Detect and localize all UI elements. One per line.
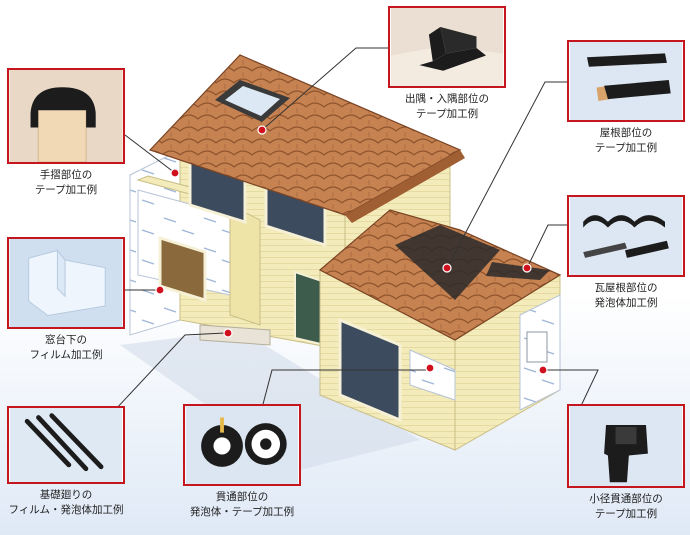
caption-foundation: 基礎廻りの フィルム・発泡体加工例 xyxy=(0,488,132,518)
leader-handrail xyxy=(124,134,176,174)
caption-handrail: 手摺部位の テープ加工例 xyxy=(7,168,125,198)
balcony-side xyxy=(229,204,261,326)
photo-tile-roof xyxy=(567,195,685,277)
leader-small-penetration xyxy=(543,369,599,409)
photo-foundation xyxy=(7,406,125,484)
corner-tape-image xyxy=(390,8,504,86)
leader-tile-roof xyxy=(526,224,567,269)
sill-film-image xyxy=(9,239,123,327)
water-heater xyxy=(526,331,548,363)
photo-penetration xyxy=(183,404,301,486)
caption-corner-line-1: 出隅・入隅部位の xyxy=(405,93,489,105)
caption-sill-line-1: 窓台下の xyxy=(45,334,87,346)
leader-corner xyxy=(261,47,388,131)
caption-small-penetration-line-1: 小径貫通部位の xyxy=(589,493,663,505)
marker-roof xyxy=(442,263,452,273)
caption-small-penetration: 小径貫通部位の テープ加工例 xyxy=(558,492,690,522)
caption-tile-roof: 瓦屋根部位の 発泡体加工例 xyxy=(560,281,690,311)
caption-penetration: 貫通部位の 発泡体・テープ加工例 xyxy=(172,490,312,520)
leader-lines xyxy=(114,47,599,411)
caption-foundation-line-2: フィルム・発泡体加工例 xyxy=(8,504,124,516)
caption-sill-line-2: フィルム加工例 xyxy=(29,349,103,361)
caption-small-penetration-line-2: テープ加工例 xyxy=(594,508,658,520)
skylight-glass xyxy=(225,86,280,116)
caption-roof-line-2: テープ加工例 xyxy=(594,142,658,154)
photo-corner xyxy=(388,6,506,88)
small-penetration-tape-image xyxy=(569,406,683,486)
roof-tape-image xyxy=(569,42,683,120)
caption-roof-line-1: 屋根部位の xyxy=(599,127,653,139)
balcony-window xyxy=(158,235,207,303)
photo-roof xyxy=(567,40,685,122)
caption-handrail-line-2: テープ加工例 xyxy=(34,184,98,196)
leader-roof xyxy=(446,81,567,269)
wing-membrane-patch xyxy=(409,349,456,401)
foundation-step xyxy=(199,324,271,346)
marker-sill xyxy=(155,285,165,295)
caption-sill: 窓台下の フィルム加工例 xyxy=(7,333,125,363)
photo-small-penetration xyxy=(567,404,685,488)
caption-roof: 屋根部位の テープ加工例 xyxy=(560,126,690,156)
leader-foundation xyxy=(114,332,226,411)
leader-penetration xyxy=(261,369,430,409)
roof-tape-area xyxy=(395,225,500,300)
ground-shadow xyxy=(120,330,420,470)
caption-corner-line-2: テープ加工例 xyxy=(415,108,479,120)
marker-tile-roof xyxy=(522,263,532,273)
photo-sill xyxy=(7,237,125,329)
caption-penetration-line-1: 貫通部位の xyxy=(215,491,269,503)
penetration-foam-image xyxy=(185,406,299,484)
roof-ridge-tape xyxy=(486,262,550,280)
caption-penetration-line-2: 発泡体・テープ加工例 xyxy=(189,506,295,518)
marker-small-penetration xyxy=(538,365,548,375)
marker-corner xyxy=(257,125,267,135)
photo-handrail xyxy=(7,68,125,164)
foundation-foam-image xyxy=(10,408,122,482)
markers xyxy=(155,125,548,375)
caption-corner: 出隅・入隅部位の テープ加工例 xyxy=(378,92,516,122)
marker-handrail xyxy=(170,168,180,178)
caption-tile-roof-line-1: 瓦屋根部位の xyxy=(594,282,658,294)
caption-tile-roof-line-2: 発泡体加工例 xyxy=(594,297,658,309)
handrail-tape-image xyxy=(9,70,123,162)
main-roof-edge xyxy=(345,150,465,223)
tile-roof-foam-image xyxy=(569,197,683,275)
caption-foundation-line-1: 基礎廻りの xyxy=(39,489,93,501)
marker-foundation xyxy=(223,328,233,338)
caption-handrail-line-1: 手摺部位の xyxy=(39,169,93,181)
marker-penetration xyxy=(425,363,435,373)
